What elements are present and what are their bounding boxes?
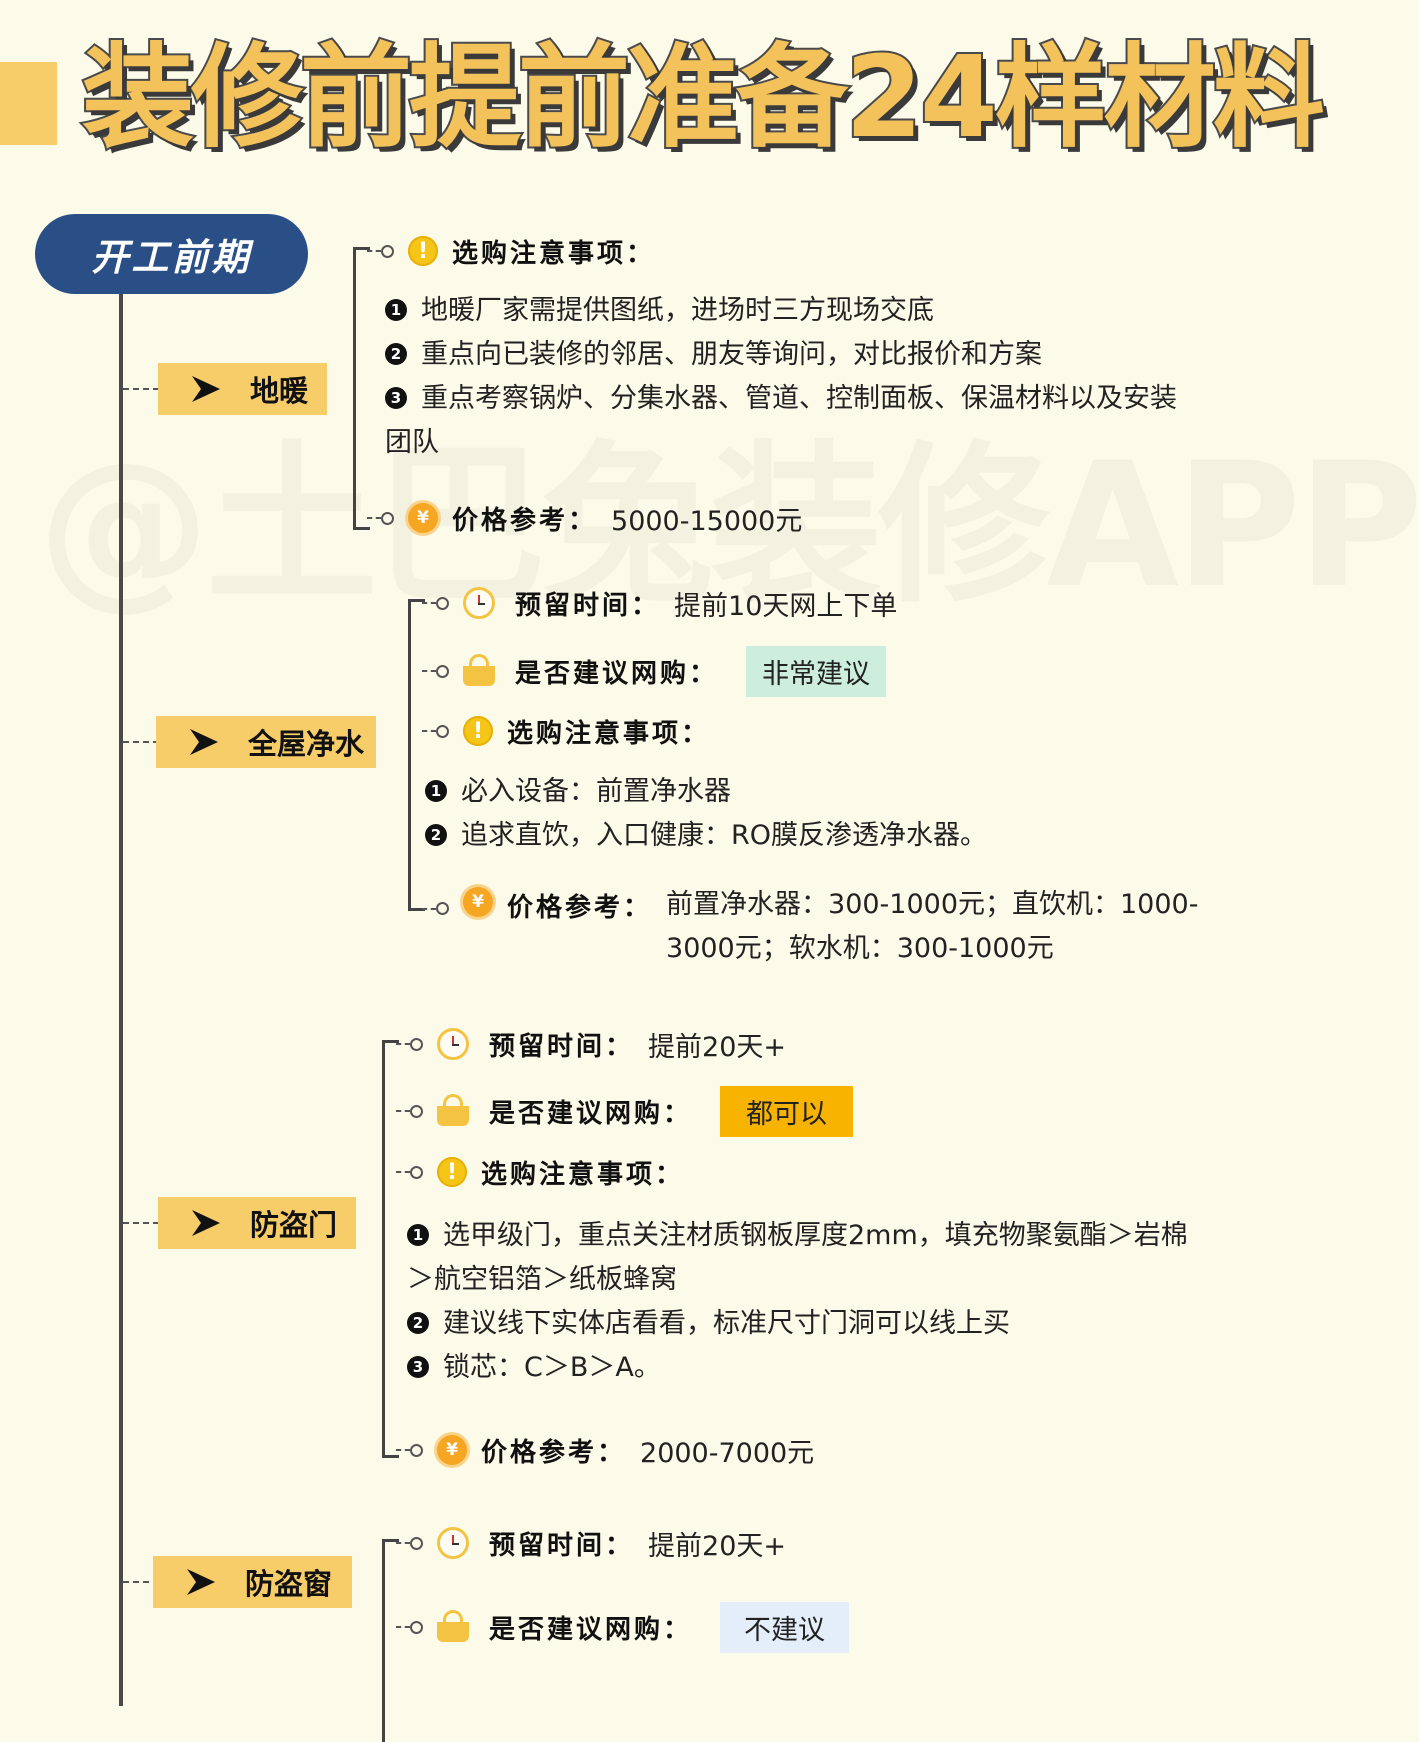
bracket — [382, 1040, 399, 1458]
connector — [123, 1222, 159, 1224]
item-name: 防盗门 — [250, 1208, 338, 1242]
bracket — [408, 599, 425, 911]
connector-node — [396, 1104, 423, 1118]
connector-node — [396, 1165, 423, 1179]
item-tag-floor-heating: 地暖 — [158, 363, 327, 415]
yen-coin-icon: ¥ — [437, 1435, 467, 1465]
recommend-badge: 都可以 — [720, 1085, 854, 1137]
time-label: 预留时间： — [515, 590, 661, 621]
page-title: 装修前提前准备24样材料 — [80, 31, 1327, 165]
note-row: ! 选购注意事项： — [396, 1154, 684, 1190]
time-row: 预留时间： 提前20天+ — [396, 1026, 786, 1063]
title-accent-bar — [0, 62, 57, 145]
yen-coin-icon: ¥ — [463, 887, 493, 917]
price-row: ¥ 价格参考： 前置净水器：300-1000元；直饮机：1000- 3000元；… — [422, 887, 1198, 964]
connector — [123, 1581, 159, 1583]
connector-node — [422, 724, 449, 738]
item-tag-water-purifier: 全屋净水 — [156, 716, 376, 768]
note-label: 选购注意事项： — [452, 238, 656, 269]
arrow-icon — [187, 1569, 215, 1595]
online-label: 是否建议网购： — [489, 1614, 693, 1645]
item-name: 全屋净水 — [248, 727, 365, 761]
connector-node — [367, 511, 394, 525]
warning-icon: ! — [463, 716, 493, 746]
time-label: 预留时间： — [489, 1530, 635, 1561]
price-value: 2000-7000元 — [640, 1437, 815, 1469]
list-item-continuation: 团队 — [385, 427, 439, 458]
clock-icon — [437, 1527, 469, 1559]
recommend-badge: 不建议 — [720, 1601, 850, 1653]
time-value: 提前20天+ — [648, 1031, 786, 1063]
time-value: 提前10天网上下单 — [674, 590, 898, 622]
connector-node — [422, 664, 449, 678]
price-label: 价格参考： — [452, 505, 598, 536]
connector-node — [422, 596, 449, 610]
online-row: 是否建议网购： 非常建议 — [422, 645, 887, 697]
time-label: 预留时间： — [489, 1031, 635, 1062]
timeline-line — [119, 294, 123, 1706]
connector-node — [396, 1536, 423, 1550]
time-value: 提前20天+ — [648, 1530, 786, 1562]
connector — [123, 741, 159, 743]
recommend-badge: 非常建议 — [746, 645, 887, 697]
connector-node — [396, 1620, 423, 1634]
phase-pill: 开工前期 — [35, 214, 308, 294]
online-row: 是否建议网购： 都可以 — [396, 1085, 854, 1137]
warning-icon: ! — [408, 236, 438, 266]
price-row: ¥ 价格参考： 2000-7000元 — [396, 1432, 815, 1469]
yen-coin-icon: ¥ — [408, 503, 438, 533]
arrow-icon — [192, 376, 220, 402]
list-item-continuation: ＞航空铝箔＞纸板蜂窝 — [407, 1264, 677, 1295]
bracket — [382, 1539, 399, 1742]
price-row: ¥ 价格参考： 5000-15000元 — [367, 500, 803, 537]
connector-node — [367, 244, 394, 258]
warning-icon: ! — [437, 1157, 467, 1187]
item-name: 地暖 — [250, 374, 309, 408]
item-tag-security-window: 防盗窗 — [153, 1556, 352, 1608]
online-label: 是否建议网购： — [489, 1098, 693, 1129]
note-row: ! 选购注意事项： — [422, 713, 710, 749]
arrow-icon — [192, 1210, 220, 1236]
connector-node — [422, 902, 449, 915]
basket-icon — [463, 654, 495, 686]
basket-icon — [437, 1094, 469, 1126]
price-value: 5000-15000元 — [611, 505, 803, 537]
clock-icon — [437, 1028, 469, 1060]
clock-icon — [463, 587, 495, 619]
note-label: 选购注意事项： — [481, 1159, 685, 1190]
basket-icon — [437, 1610, 469, 1642]
connector — [123, 388, 159, 390]
item-tag-security-door: 防盗门 — [158, 1197, 356, 1249]
price-label: 价格参考： — [507, 893, 653, 923]
time-row: 预留时间： 提前10天网上下单 — [422, 585, 898, 622]
note-label: 选购注意事项： — [507, 718, 711, 749]
item-name: 防盗窗 — [245, 1567, 333, 1601]
online-row: 是否建议网购： 不建议 — [396, 1601, 850, 1653]
bracket — [353, 247, 370, 530]
price-label: 价格参考： — [481, 1437, 627, 1468]
price-value: 前置净水器：300-1000元；直饮机：1000- 3000元；软水机：300-… — [666, 889, 1199, 964]
connector-node — [396, 1443, 423, 1457]
online-label: 是否建议网购： — [515, 658, 719, 689]
note-row: ! 选购注意事项： — [367, 233, 655, 269]
time-row: 预留时间： 提前20天+ — [396, 1525, 786, 1562]
connector-node — [396, 1037, 423, 1051]
arrow-icon — [190, 729, 218, 755]
